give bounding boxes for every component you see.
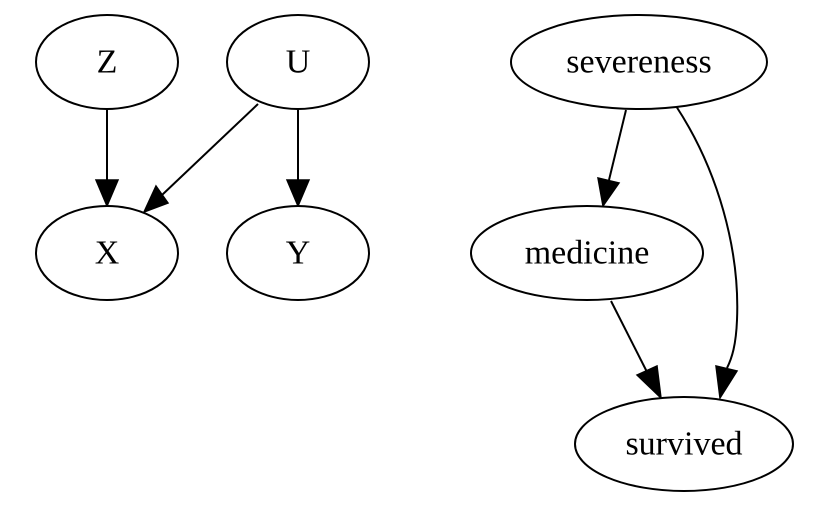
node-survived-label: survived (625, 426, 742, 463)
node-x-ellipse (35, 205, 179, 301)
node-y: Y (226, 205, 370, 301)
node-severeness: severeness (510, 14, 768, 110)
edge-severeness-to-medicine-arrowhead (597, 177, 621, 208)
node-medicine: medicine (470, 205, 704, 301)
graph-right: severeness medicine survived (470, 14, 794, 492)
node-severeness-label: severeness (566, 44, 711, 81)
node-y-label: Y (286, 235, 311, 272)
node-u: U (226, 14, 370, 110)
node-medicine-label: medicine (525, 235, 650, 272)
edge-medicine-to-survived (610, 300, 648, 373)
node-x-label: X (95, 235, 120, 272)
node-u-ellipse (226, 14, 370, 110)
node-u-label: U (286, 44, 311, 81)
edge-u-to-y-arrowhead (285, 179, 311, 208)
node-survived: survived (574, 396, 794, 492)
edge-u-to-x-arrowhead (142, 184, 170, 214)
edge-severeness-to-survived-arrowhead (715, 365, 739, 401)
edge-u-to-x (161, 103, 259, 196)
node-z-label: Z (97, 44, 118, 81)
edge-severeness-to-survived (675, 105, 739, 369)
edge-medicine-to-survived-arrowhead (635, 364, 663, 401)
graph-left: Z U X Y (35, 14, 370, 301)
node-y-ellipse (226, 205, 370, 301)
edge-severeness-to-medicine (608, 109, 627, 181)
node-z: Z (35, 14, 179, 110)
node-x: X (35, 205, 179, 301)
node-medicine-ellipse (470, 205, 704, 301)
node-severeness-ellipse (510, 14, 768, 110)
edge-z-to-x-arrowhead (94, 179, 120, 208)
node-z-ellipse (35, 14, 179, 110)
node-survived-ellipse (574, 396, 794, 492)
